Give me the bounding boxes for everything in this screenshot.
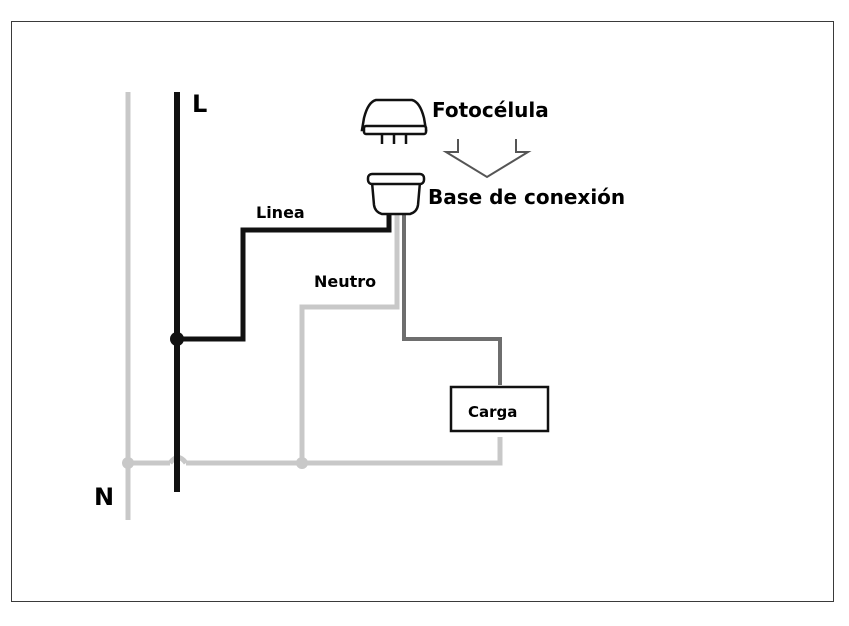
neutral-to-socket-wire xyxy=(299,212,400,463)
neutral-terminal-label: N xyxy=(94,483,114,511)
line-wire-label: Linea xyxy=(256,203,305,222)
down-arrow-icon xyxy=(442,139,532,179)
socket-base-icon xyxy=(366,172,426,216)
neutral-junction-dot xyxy=(122,457,134,469)
neutral-bottom-run xyxy=(128,437,503,466)
load-box xyxy=(449,385,550,433)
line-junction-dot xyxy=(170,332,184,346)
line-terminal-label: L xyxy=(192,90,207,118)
neutral-wires xyxy=(125,92,503,520)
neutral-junction-dot xyxy=(296,457,308,469)
load-wire xyxy=(402,212,502,385)
neutral-wire-label: Neutro xyxy=(314,272,376,291)
load-label: Carga xyxy=(468,403,517,421)
line-to-socket-wire xyxy=(177,210,392,342)
photocell-label: Fotocélula xyxy=(432,98,549,122)
socket-base-label: Base de conexión xyxy=(428,185,625,209)
photocell-icon xyxy=(360,98,428,144)
